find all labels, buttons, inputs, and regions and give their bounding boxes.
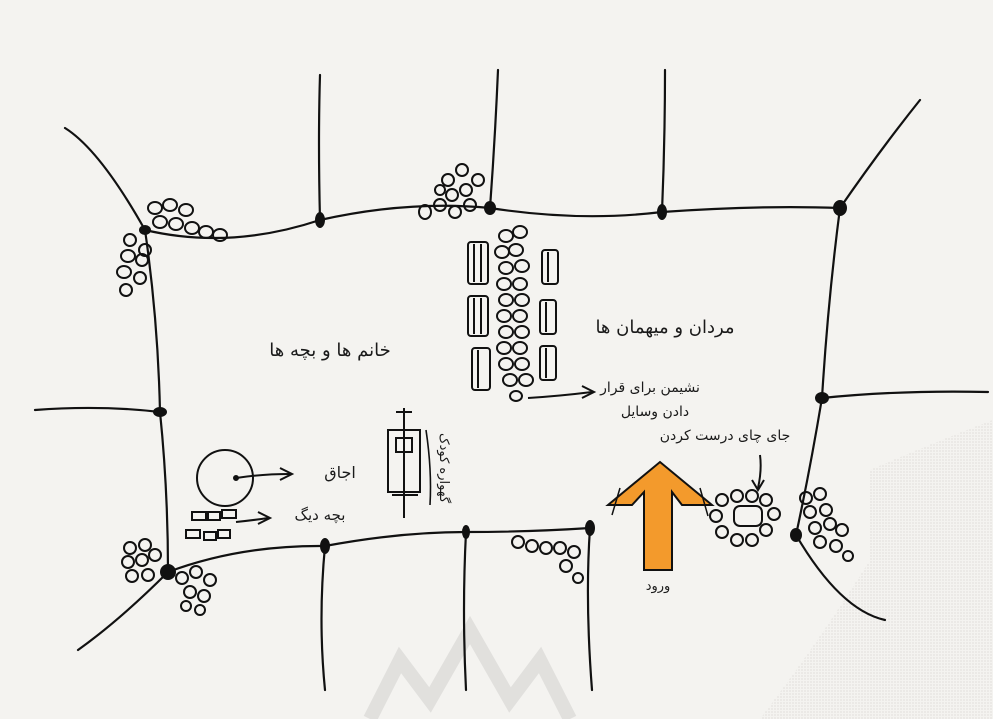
fire-pit-label: اجاق — [324, 463, 356, 482]
cradle-label: گهواره کودک — [436, 433, 452, 504]
tea-place-arrow — [752, 455, 764, 490]
tent-outline — [35, 70, 988, 690]
belongings-stack — [468, 226, 558, 401]
bedding-pile — [186, 510, 270, 540]
seating-arrow — [528, 386, 594, 398]
entrance-label: ورود — [646, 579, 671, 594]
watermark-logo — [370, 630, 570, 719]
stacked-items — [495, 226, 533, 401]
entrance-arrow — [608, 462, 712, 570]
tea-place-label: جای چای درست کردن — [660, 428, 790, 444]
cradle — [388, 408, 420, 518]
stone-cluster-top-center — [419, 164, 484, 219]
bedding-label: بچه دیگ — [295, 506, 346, 524]
seating-label-2: دادن وسایل — [621, 404, 689, 420]
fire-pit — [197, 450, 292, 506]
tea-stone-ring — [710, 490, 780, 546]
men-guests-label: مردان و میهمان ها — [595, 317, 734, 338]
stone-cluster-bottom-right — [800, 488, 853, 561]
paper-speckle — [760, 420, 993, 719]
seating-label: نشیمن برای قرار — [599, 380, 700, 396]
cradle-bracket — [426, 430, 431, 505]
stone-cluster-bottom-center — [512, 536, 583, 583]
tent-knots — [139, 200, 847, 580]
stone-cluster-top-left — [117, 199, 227, 296]
women-children-label: خانم ها و بچه ها — [269, 340, 390, 361]
